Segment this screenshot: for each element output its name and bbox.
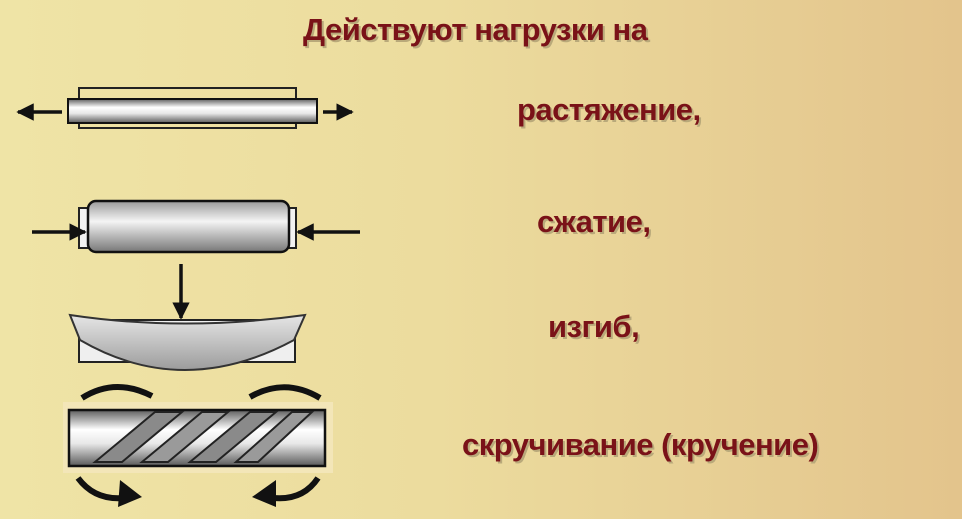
torsion-diagram — [63, 384, 333, 507]
arrowhead-icon — [118, 480, 142, 507]
arrowhead-icon — [252, 480, 276, 507]
bent-beam — [68, 313, 307, 371]
curved-arrow-icon — [248, 384, 322, 401]
twist-stripe — [139, 411, 231, 463]
label-tension: растяжение, — [517, 92, 701, 127]
twist-stripe — [233, 411, 315, 463]
curved-arrow-icon — [80, 384, 154, 401]
bending-diagram — [68, 264, 307, 371]
tension-diagram — [16, 87, 354, 129]
twist-stripe — [187, 411, 279, 463]
label-bending: изгиб, — [548, 309, 640, 344]
label-torsion: скручивание (кручение) — [462, 427, 819, 462]
compression-rod — [86, 199, 291, 254]
label-compression: сжатие, — [537, 204, 651, 239]
tension-rod — [67, 98, 318, 124]
page-title: Действуют нагрузки на — [303, 12, 648, 47]
bottom-strip — [0, 519, 962, 528]
twist-stripe — [92, 411, 185, 463]
compression-diagram — [32, 199, 360, 254]
